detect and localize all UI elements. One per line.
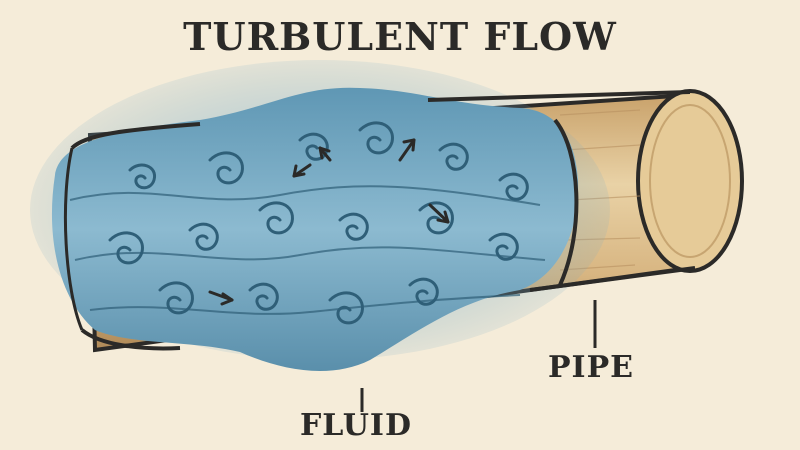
pipe-label: PIPE xyxy=(548,350,635,385)
fluid-label: FLUID xyxy=(300,408,412,443)
streamlines xyxy=(69,185,546,315)
pipe-end-cap xyxy=(636,89,744,273)
swirl-icon xyxy=(108,121,529,325)
flow-arrow-icon xyxy=(208,138,450,306)
diagram-title: TURBULENT FLOW xyxy=(183,14,617,59)
